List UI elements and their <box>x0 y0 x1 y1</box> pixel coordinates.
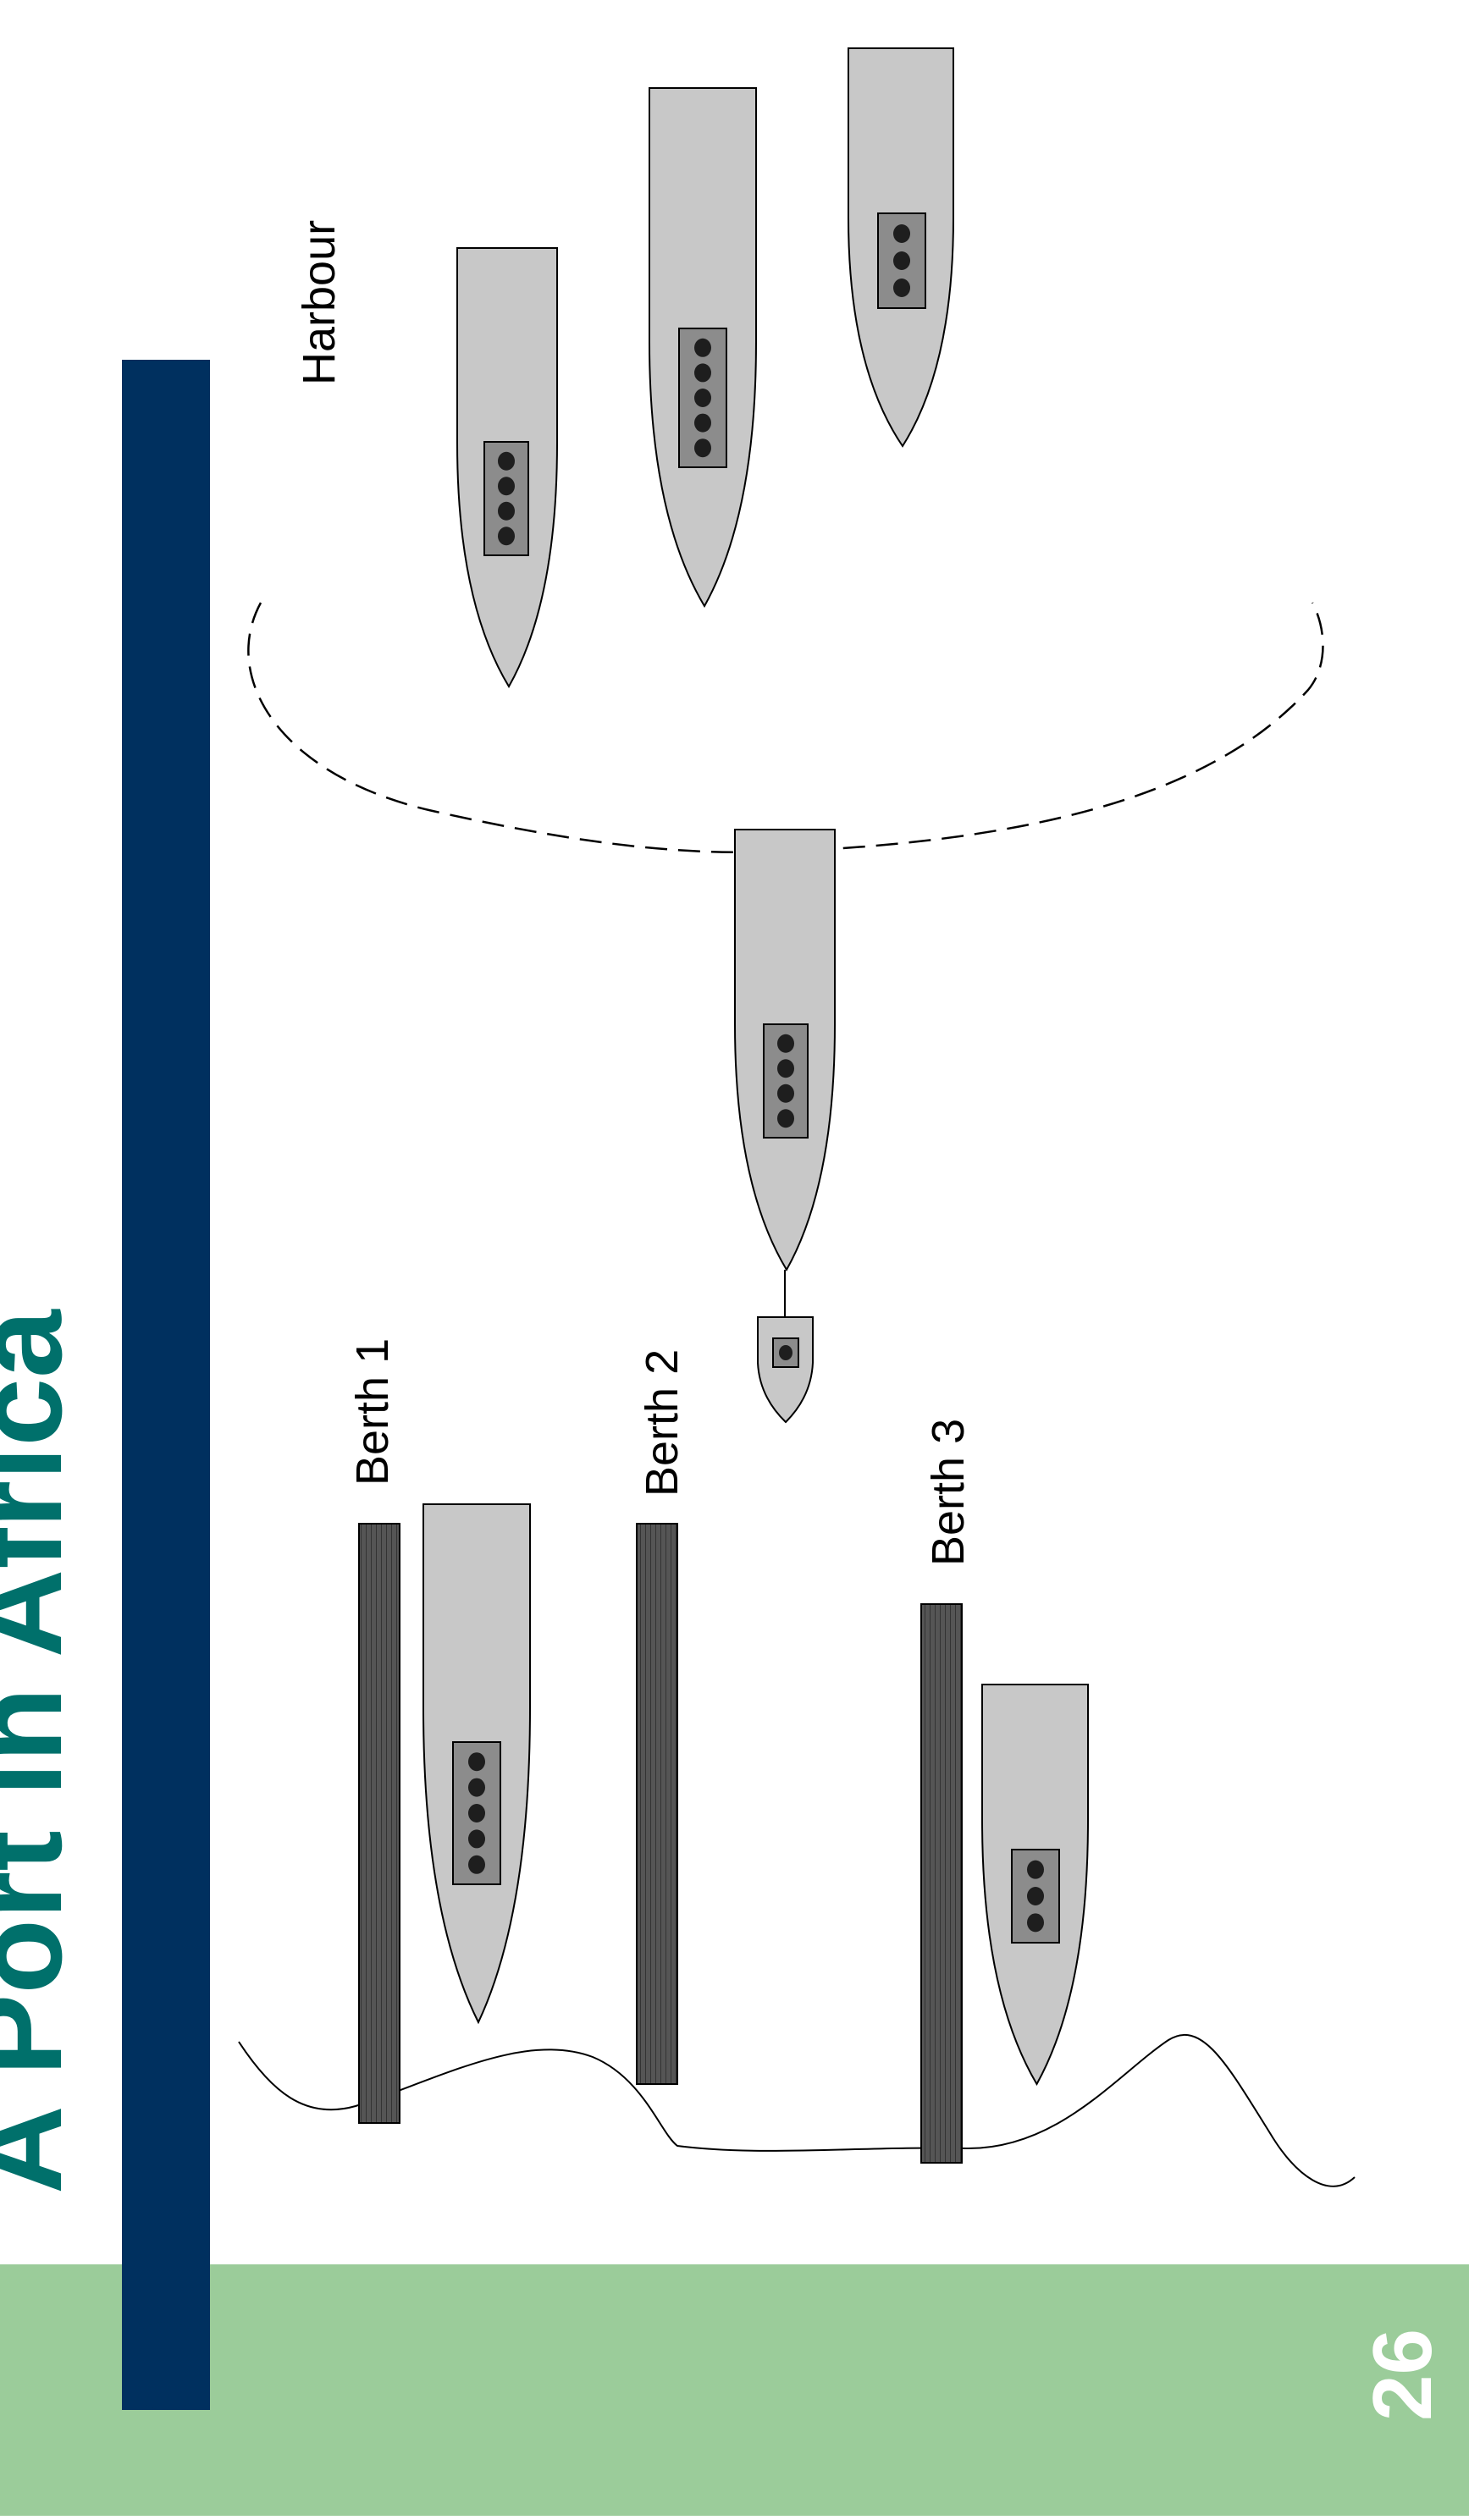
container-dot <box>468 1752 485 1772</box>
container-dot <box>694 438 711 458</box>
container-dot <box>777 1084 794 1103</box>
container-dot <box>498 501 515 521</box>
coastline <box>238 2034 1356 2187</box>
container-dot <box>893 224 910 243</box>
entering-ship <box>734 829 836 1271</box>
container-dot <box>694 413 711 433</box>
berth-2-label: Berth 2 <box>637 1349 688 1497</box>
container-dot <box>694 338 711 357</box>
tugboat <box>757 1270 814 1424</box>
container-dot <box>893 251 910 270</box>
harbour-ship-2 <box>649 87 757 609</box>
tugboat-hull <box>757 1316 814 1424</box>
harbour-ship-1 <box>456 247 558 688</box>
berth-1-quay <box>358 1523 400 2124</box>
footer-band <box>0 2264 1469 2516</box>
container-dot <box>777 1034 794 1053</box>
container-dot <box>893 278 910 297</box>
container-dot <box>468 1855 485 1874</box>
container-dot <box>468 1778 485 1797</box>
berth-1-ship <box>422 1503 531 2025</box>
navy-bar <box>122 360 210 2410</box>
container-dot <box>468 1804 485 1822</box>
container-dot <box>498 451 515 471</box>
berth-2-quay <box>636 1523 678 2085</box>
container-dot <box>777 1059 794 1078</box>
container-dot <box>694 363 711 383</box>
container-dot <box>498 477 515 496</box>
page-number: 26 <box>1356 2329 1449 2421</box>
berth-3-label: Berth 3 <box>923 1419 974 1566</box>
ships-layer <box>422 47 1089 2087</box>
berth-3-quay <box>920 1603 963 2164</box>
harbour-ship-3 <box>848 47 954 448</box>
container-dot <box>777 1109 794 1128</box>
container-dot <box>1027 1913 1044 1933</box>
navy-bar-end <box>122 2322 210 2410</box>
container-dot <box>498 527 515 546</box>
container-dot <box>468 1829 485 1849</box>
berth-3-ship <box>981 1684 1089 2087</box>
container-dot <box>694 389 711 407</box>
harbour-label: Harbour <box>294 220 345 385</box>
container-dot <box>779 1345 792 1360</box>
container-dot <box>1027 1887 1044 1905</box>
harbour-boundary <box>247 602 1324 854</box>
slide-title: A Port in Africa <box>0 1309 87 2194</box>
container-dot <box>1027 1860 1044 1879</box>
berth-1-label: Berth 1 <box>347 1338 398 1486</box>
